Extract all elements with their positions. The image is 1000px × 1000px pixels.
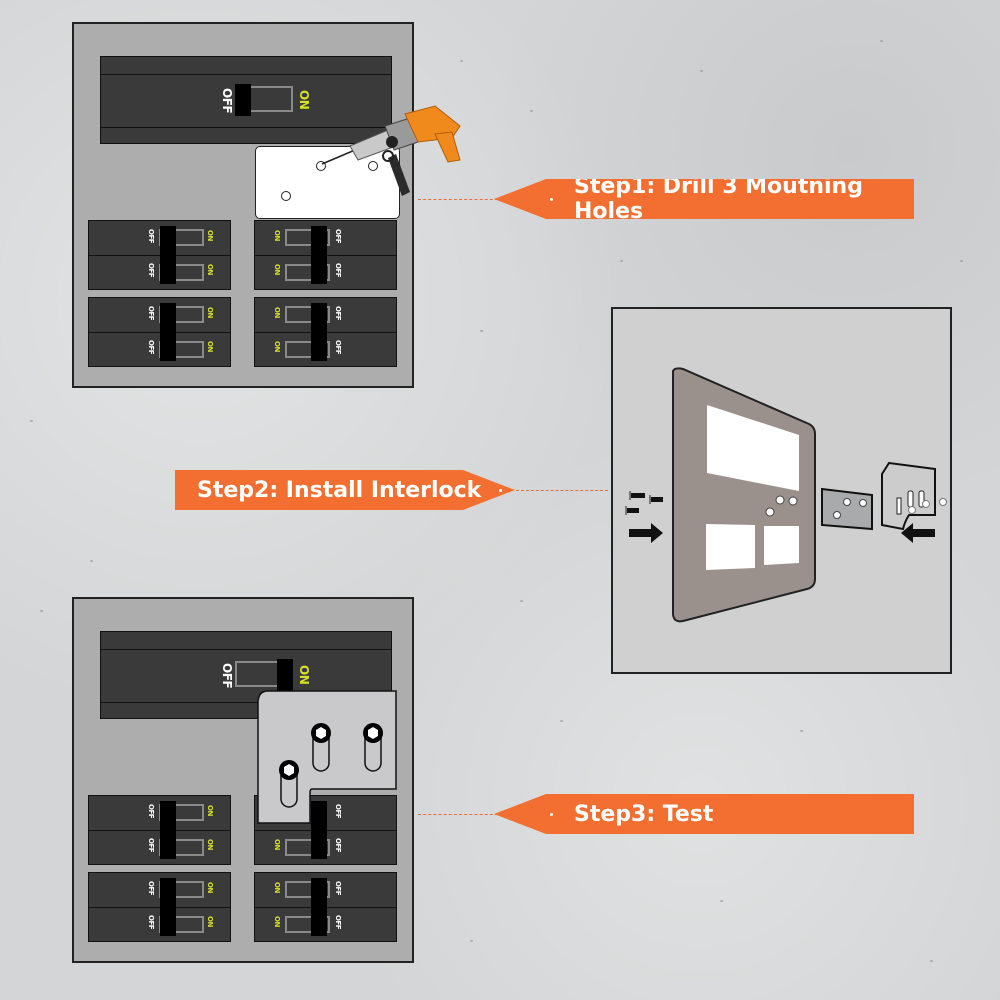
arrow-left-icon (901, 523, 935, 543)
drill-hole (281, 191, 291, 201)
step2-label: Step2: Install Interlock (175, 470, 515, 510)
on-label: ON (297, 665, 311, 685)
switch-handle (277, 659, 293, 691)
main-breaker: OFF ON (100, 56, 392, 144)
breaker-pair: ON OFF ON OFF (254, 872, 397, 942)
drill-hole (368, 161, 378, 171)
screws (625, 491, 663, 515)
leader-line (418, 199, 498, 200)
breaker-pair: OFF ON OFF ON (88, 297, 231, 367)
leader-line (516, 490, 608, 491)
leader-line (418, 814, 498, 815)
breaker-pair: OFF ON OFF ON (88, 872, 231, 942)
cover-opening-right (764, 526, 799, 565)
arrow-right-icon (629, 523, 663, 543)
installed-interlock-plate (257, 690, 397, 824)
breaker-pair: ON OFF ON OFF (254, 297, 397, 367)
breaker-pair: OFF ON OFF ON (88, 220, 231, 290)
panel-step1: OFF ON OFF ON OFF ON ON OFF ON OFF (72, 22, 414, 388)
off-label: OFF (220, 663, 234, 689)
drill-template-plate (255, 146, 400, 219)
cover-opening-top (707, 405, 799, 491)
step3-text: Step3: Test (574, 801, 714, 827)
breaker-pair: ON OFF ON OFF (254, 220, 397, 290)
breaker-pair: OFF ON OFF ON (88, 795, 231, 865)
step3-label: Step3: Test (494, 794, 914, 834)
drill-hole (316, 161, 326, 171)
spacer-plate (821, 487, 873, 531)
step1-label: Step1: Drill 3 Moutning Holes (494, 179, 914, 219)
switch-handle (235, 84, 251, 116)
main-breaker: OFF ON (100, 631, 392, 719)
drill-icon (321, 105, 461, 196)
panel-step3: OFF ON OFF ON OFF ON OFF ON OFF OFF ON O… (72, 597, 414, 963)
panel-cover (672, 367, 816, 623)
cover-opening-left (706, 524, 755, 570)
off-label: OFF (220, 88, 234, 114)
step2-text: Step2: Install Interlock (197, 477, 482, 503)
step1-text: Step1: Drill 3 Moutning Holes (574, 174, 863, 224)
interlock-exploded-diagram (611, 307, 952, 674)
exploded-view (625, 367, 947, 623)
on-label: ON (297, 90, 311, 110)
